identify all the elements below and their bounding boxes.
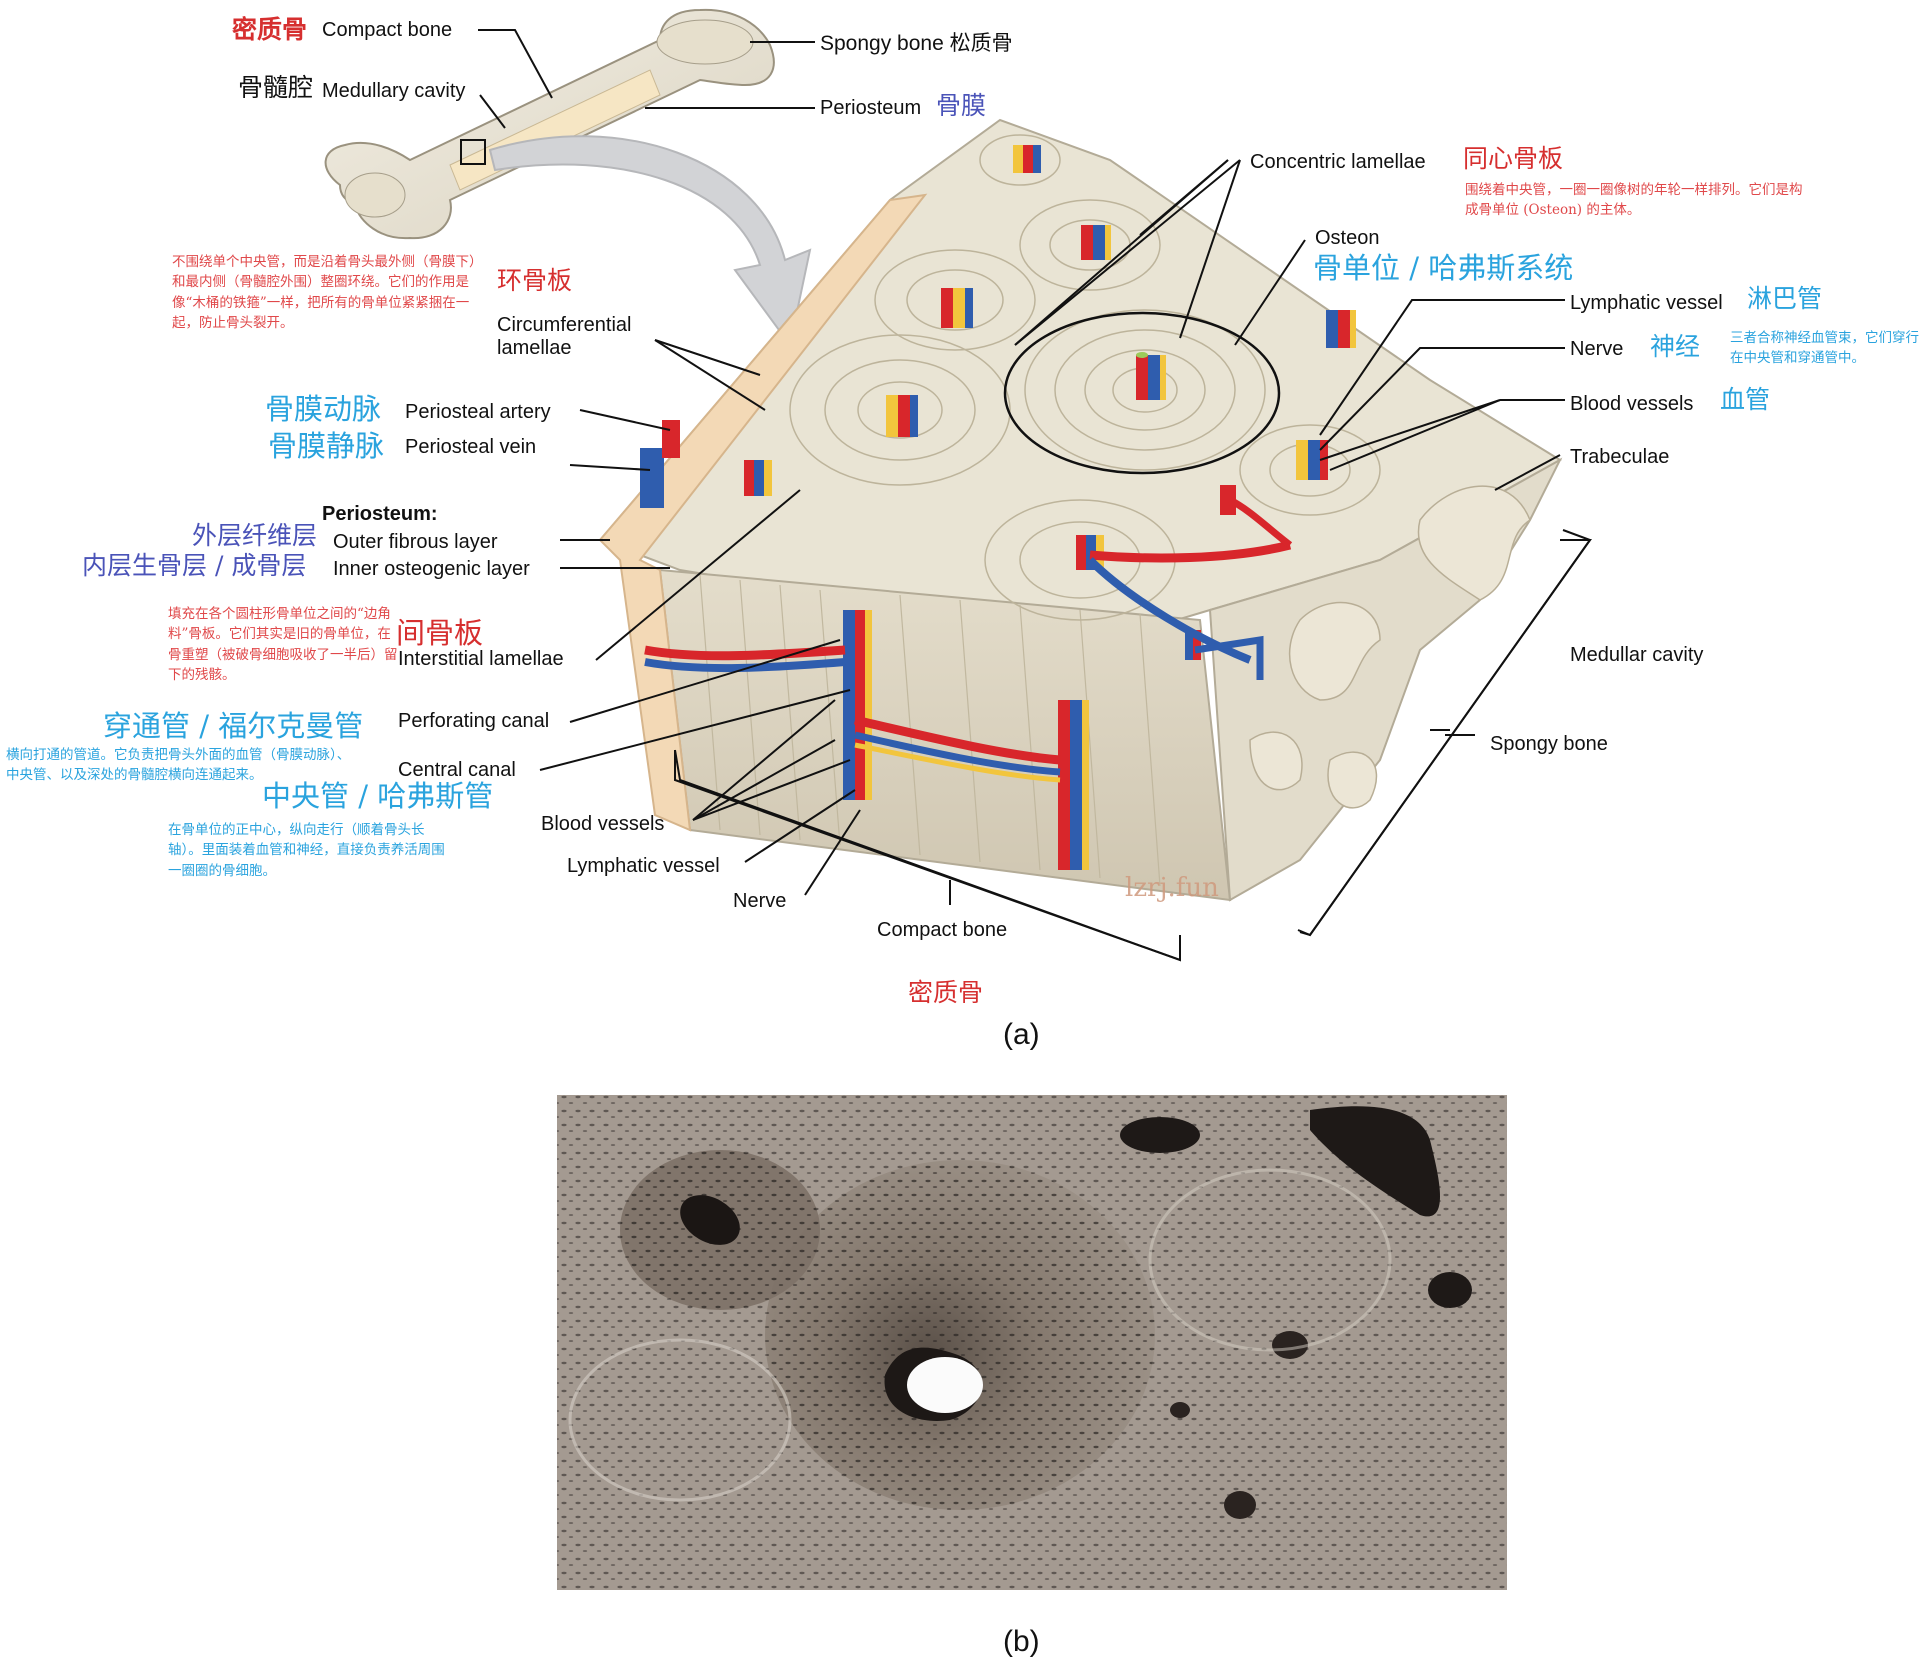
micrograph: [557, 1095, 1507, 1590]
periosteum-heading: Periosteum:: [322, 503, 438, 525]
central-canal-note: 在骨单位的正中心，纵向走行（顺着骨头长轴）。里面装着血管和神经，直接负责养活周围…: [168, 822, 445, 879]
trabeculae-shapes: [1249, 485, 1531, 809]
lymphatic-vessel-right-label: Lymphatic vessel: [1570, 292, 1723, 314]
compact-bone-bottom-label: Compact bone: [877, 919, 1008, 941]
central-canal-cn-label: 中央管 / 哈弗斯管: [262, 779, 494, 813]
blood-vessels-cn-label: 血管: [1720, 385, 1771, 414]
central-canal-label: Central canal: [398, 759, 516, 781]
circumferential-lamellae-label: Circumferential lamellae: [497, 314, 632, 359]
nerve-cn-label: 神经: [1650, 332, 1701, 361]
outer-fibrous-cn-label: 外层纤维层: [192, 521, 318, 550]
inner-osteogenic-layer-label: Inner osteogenic layer: [333, 558, 530, 580]
periosteal-artery-label: Periosteal artery: [405, 401, 551, 423]
nerve-bottom-label: Nerve: [733, 890, 787, 912]
trabeculae-label: Trabeculae: [1570, 446, 1670, 468]
perforating-note: 横向打通的管道。它负责把骨头外面的血管（骨膜动脉）、中央管、以及深处的骨髓腔横向…: [6, 747, 351, 784]
periosteal-artery-cn-label: 骨膜动脉: [265, 392, 382, 426]
long-bone: [324, 8, 775, 240]
lymphatic-vessel-cn-label: 淋巴管: [1747, 284, 1823, 313]
interstitial-lamellae-label: Interstitial lamellae: [398, 648, 564, 670]
periosteal-vein-cn-label: 骨膜静脉: [268, 429, 385, 463]
periosteal-vein-label: Periosteal vein: [405, 436, 537, 458]
medullar-cavity-label: Medullar cavity: [1570, 644, 1704, 666]
circumferential-note: 不围绕单个中央管，而是沿着骨头最外侧（骨膜下）和最内侧（骨髓腔外围）整圈环绕。它…: [172, 254, 483, 331]
interstitial-cn-label: 间骨板: [396, 616, 484, 650]
central-canal-vessels: [744, 145, 1356, 680]
caption-a: (a): [1003, 1018, 1040, 1051]
inner-osteogenic-cn-label: 内层生骨层 / 成骨层: [82, 551, 307, 580]
spongy-bone-right-label: Spongy bone: [1490, 733, 1608, 755]
osteon-outline: [1003, 311, 1281, 475]
caption-b: (b): [1003, 1625, 1040, 1658]
blood-vessels-bottom-label: Blood vessels: [541, 813, 665, 835]
nerve-right-label: Nerve: [1570, 338, 1624, 360]
medullary-cavity-label: Medullary cavity: [322, 80, 466, 102]
blood-vessels-right-label: Blood vessels: [1570, 393, 1694, 415]
osteon-cn-label: 骨单位 / 哈弗斯系统: [1313, 251, 1574, 285]
perforating-canal-label: Perforating canal: [398, 710, 550, 732]
periosteum-cn-label: 骨膜: [936, 91, 987, 120]
concentric-note: 围绕着中央管，一圈一圈像树的年轮一样排列。它们是构成骨单位 (Osteon) 的…: [1465, 182, 1803, 219]
perforating-canal-cn-label: 穿通管 / 福尔克曼管: [103, 709, 364, 743]
lymphatic-vessel-bottom-label: Lymphatic vessel: [567, 855, 720, 877]
interstitial-note: 填充在各个圆柱形骨单位之间的“边角料”骨板。它们其实是旧的骨单位，在骨重塑（被破…: [168, 606, 398, 683]
periosteum-label: Periosteum: [820, 97, 922, 119]
outer-fibrous-layer-label: Outer fibrous layer: [333, 531, 498, 553]
spongy-bone-top-label: Spongy bone 松质骨: [820, 32, 1013, 55]
nerve-note: 三者合称神经血管束，它们穿行在中央管和穿通管中。: [1730, 330, 1919, 367]
perforating-vessels: [640, 420, 1089, 870]
watermark: lzrj.fun: [1125, 873, 1219, 903]
compact-bone-bottom-cn-label: 密质骨: [908, 978, 984, 1007]
osteon-rings: [789, 134, 1381, 621]
circumferential-cn-label: 环骨板: [497, 266, 573, 295]
concentric-lamellae-cn-label: 同心骨板: [1463, 144, 1564, 173]
compact-bone-cn-label: 密质骨: [232, 15, 308, 44]
concentric-lamellae-label: Concentric lamellae: [1250, 151, 1426, 173]
medullary-cn-label: 骨髓腔: [238, 73, 314, 102]
compact-bone-label: Compact bone: [322, 19, 453, 41]
osteon-label: Osteon: [1315, 227, 1380, 249]
